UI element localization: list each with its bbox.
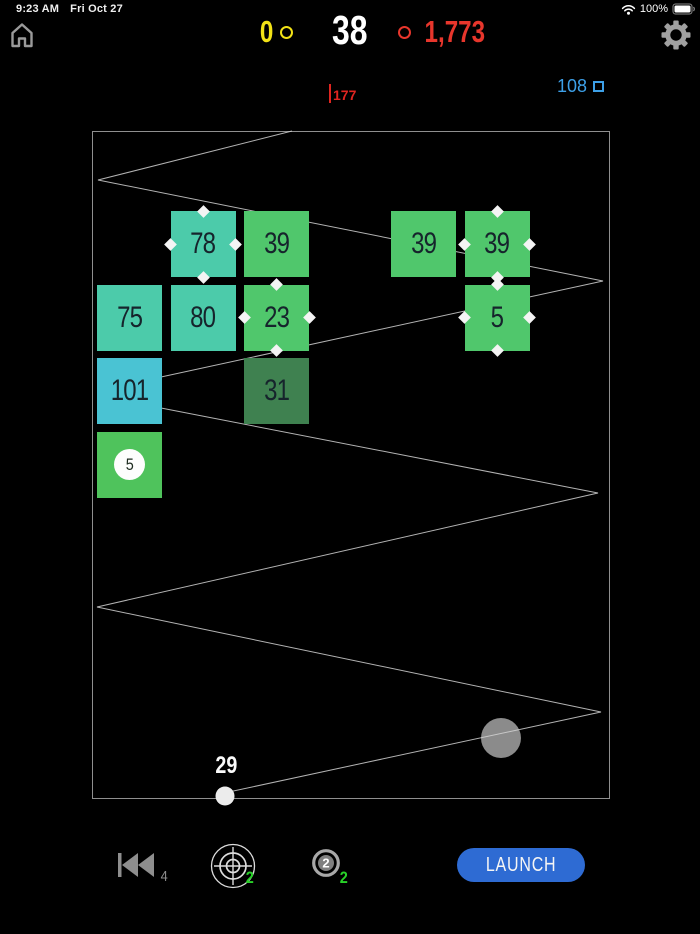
number-block: 39 [391, 211, 456, 277]
blue-square-icon [593, 80, 605, 92]
red-marker-value: 177 [333, 87, 357, 103]
crosshair-icon [210, 843, 256, 889]
home-button[interactable] [8, 21, 36, 49]
gear-icon [661, 20, 691, 50]
number-block: 39 [244, 211, 309, 277]
number-block: 39 [458, 204, 536, 284]
number-block: 80 [170, 284, 236, 351]
trajectory-layer [96, 130, 604, 806]
play-area[interactable]: 78 39 39 39 75 80 23 5 101 31 5 29 [92, 130, 610, 806]
block-value: 39 [484, 227, 510, 260]
clock: 9:23 AM [16, 3, 60, 15]
red-score-value: 1,773 [424, 14, 486, 49]
ball-pickup-block: 5 [97, 431, 162, 498]
trajectory-line [96, 407, 602, 794]
number-block: 78 [164, 204, 242, 284]
block-value: 5 [125, 454, 134, 474]
level-number: 38 [332, 7, 368, 53]
blue-progress-marker: 108 [557, 76, 605, 96]
number-block: 5 [458, 278, 536, 357]
aim-powerup-count: 2 [245, 868, 255, 887]
ball [215, 786, 235, 806]
ball-count-label: 29 [215, 752, 237, 779]
status-bar-left: 9:23 AM Fri Oct 27 [16, 3, 123, 15]
number-block: 101 [97, 358, 162, 424]
block-value: 75 [116, 300, 143, 334]
svg-text:2: 2 [322, 856, 329, 871]
multiball-powerup-count: 2 [339, 868, 349, 887]
launch-button[interactable]: LAUNCH [457, 848, 585, 882]
multiball-powerup-button[interactable]: 2 [311, 848, 341, 878]
multiball-icon: 2 [312, 849, 340, 877]
number-block: 75 [97, 284, 162, 351]
block-value: 31 [263, 374, 290, 407]
block-value: 5 [490, 300, 504, 334]
yellow-score-value: 0 [259, 14, 274, 49]
block-value: 39 [263, 227, 290, 260]
rewind-count: 4 [160, 868, 168, 885]
block-value: 101 [110, 374, 149, 407]
block-value: 39 [410, 227, 437, 260]
settings-button[interactable] [661, 20, 691, 50]
pickup-ball-icon: 5 [114, 449, 145, 480]
wifi-icon [621, 4, 636, 15]
coin-ring-icon [280, 25, 294, 39]
number-block: 31 [244, 358, 309, 424]
orb-ring-icon [398, 25, 411, 39]
battery-icon [672, 3, 695, 15]
trajectory-line [97, 130, 604, 378]
status-bar-right: 100% [621, 3, 696, 15]
yellow-score: 0 [258, 14, 294, 49]
number-block: 23 [237, 278, 316, 357]
aim-cursor [481, 718, 521, 758]
block-value: 78 [190, 227, 216, 260]
blue-marker-value: 108 [557, 76, 588, 96]
red-score: 1,773 [398, 15, 494, 49]
home-icon [11, 23, 33, 48]
launch-label: LAUNCH [485, 853, 557, 876]
block-value: 23 [263, 300, 290, 334]
red-progress-marker: 177 [329, 84, 356, 103]
rewind-powerup-button[interactable] [118, 852, 158, 878]
red-tick-icon [329, 84, 331, 103]
date: Fri Oct 27 [70, 3, 123, 15]
block-value: 80 [190, 300, 216, 334]
battery-percent: 100% [639, 3, 668, 15]
rewind-icon [118, 853, 154, 877]
aim-powerup-button[interactable] [209, 842, 257, 890]
